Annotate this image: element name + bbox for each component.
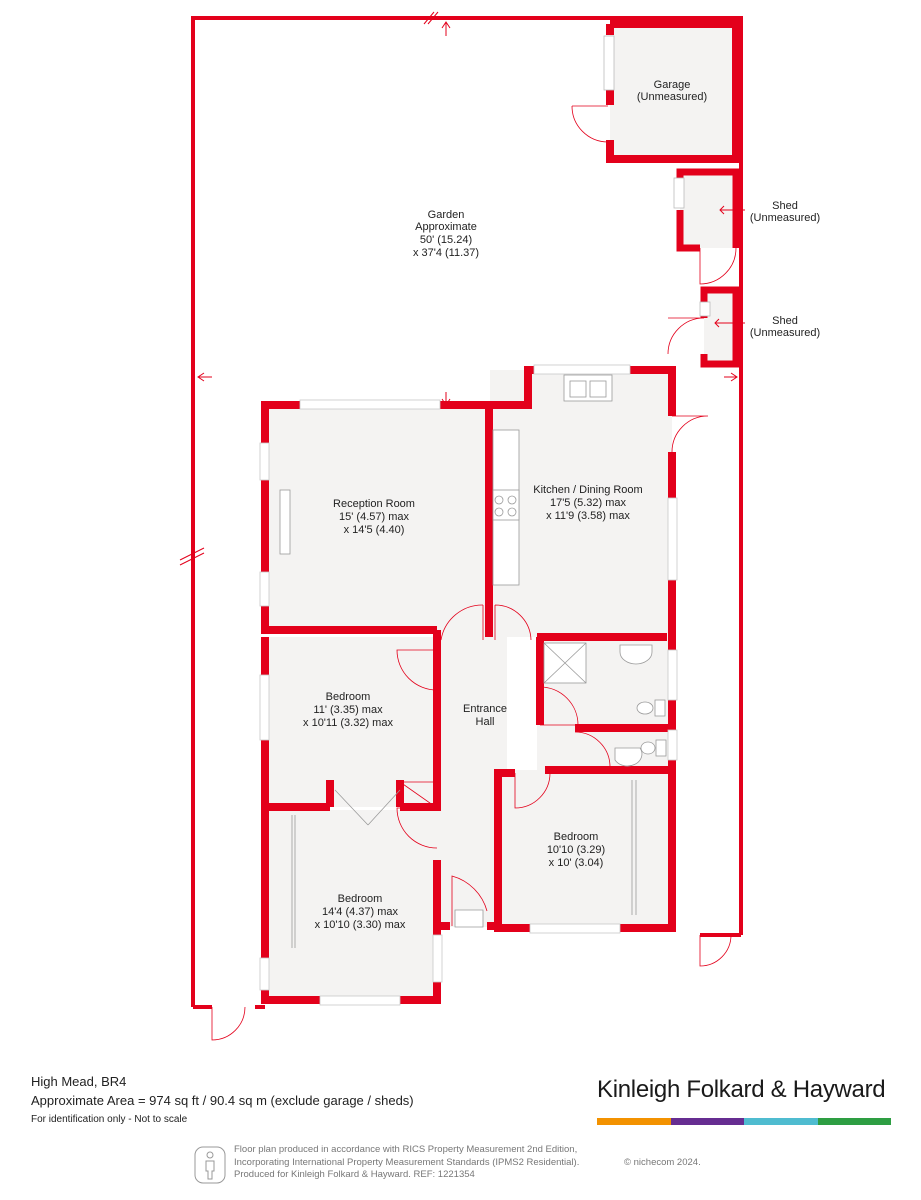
garage [571,20,740,163]
bedroom-1-label: Bedroom [326,691,371,703]
garden-line2: Approximate [415,221,477,233]
kitchen-line3: x 11'9 (3.58) max [546,510,630,522]
hall-line2: Hall [476,716,495,728]
bedroom-3-line3: x 10'10 (3.30) max [315,919,406,931]
credit-line-3: Produced for Kinleigh Folkard & Hayward.… [234,1169,475,1180]
credit-line-2: Incorporating International Property Mea… [234,1156,580,1168]
shed-1-label: Shed [772,200,798,212]
garden-line3: 50' (15.24) [420,234,472,246]
reception-line3: x 14'5 (4.40) [344,524,405,536]
property-address: High Mead, BR4 [31,1074,127,1089]
bedroom-3-label: Bedroom [338,893,383,905]
shed-2-label: Shed [772,315,798,327]
disclaimer: For identification only - Not to scale [31,1114,188,1125]
kitchen-label: Kitchen / Dining Room [533,484,642,496]
bedroom-1-line2: 11' (3.35) max [313,704,383,716]
shed-2-size: (Unmeasured) [750,327,820,339]
shed-1-size: (Unmeasured) [750,212,820,224]
bedroom-3-line2: 14'4 (4.37) max [322,906,399,918]
brand-color-bar [597,1118,891,1125]
credit-text: Floor plan produced in accordance with R… [234,1144,579,1182]
brand-color-green [817,1118,891,1125]
bedroom-2-line3: x 10' (3.04) [549,857,604,869]
bedroom-2-label: Bedroom [554,831,599,843]
plan-credits: Floor plan produced in accordance with R… [194,1144,754,1190]
garage-label: Garage [654,79,691,91]
garden-line4: x 37'4 (11.37) [413,247,479,259]
room-labels: Garage (Unmeasured) Shed (Unmeasured) Sh… [303,79,820,931]
brand-color-purple [670,1118,744,1125]
credit-line-1: Floor plan produced in accordance with R… [234,1144,578,1155]
kitchen-line2: 17'5 (5.32) max [550,497,627,509]
brand-name: Kinleigh Folkard & Hayward [597,1076,886,1103]
property-info: High Mead, BR4 Approximate Area = 974 sq… [31,1074,414,1125]
approximate-area: Approximate Area = 974 sq ft / 90.4 sq m… [31,1093,414,1108]
reception-label: Reception Room [333,498,415,510]
door-swings [396,415,709,926]
copyright: © nichecom 2024. [624,1157,701,1168]
floor-plan: Garage (Unmeasured) Shed (Unmeasured) Sh… [179,11,820,1041]
brand-color-orange [597,1118,671,1125]
fixtures [279,374,667,948]
agent-brand: Kinleigh Folkard & Hayward [597,1076,891,1125]
bedroom-1-line3: x 10'11 (3.32) max [303,717,393,729]
shed-1 [673,168,740,285]
garage-size: (Unmeasured) [637,91,707,103]
garden-boundary [191,16,743,1009]
house-walls [261,366,676,1004]
hall-label: Entrance [463,703,507,715]
windows [259,364,678,1006]
ipms-person-icon [194,1146,226,1184]
bedroom-2-line2: 10'10 (3.29) [547,844,605,856]
brand-color-cyan [744,1118,818,1125]
garden-label: Garden [428,209,465,221]
reception-line2: 15' (4.57) max [339,511,409,523]
shed-2 [667,286,740,368]
